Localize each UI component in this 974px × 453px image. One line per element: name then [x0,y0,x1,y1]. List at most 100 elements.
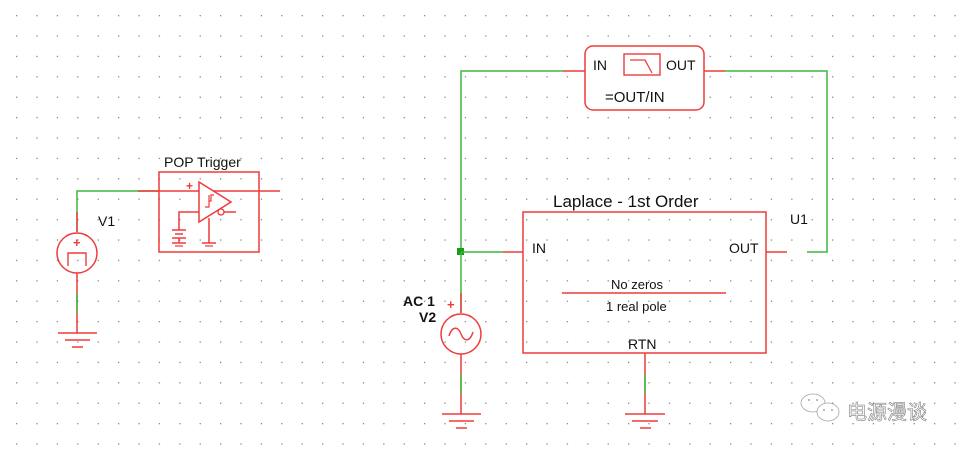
grid-dot [199,341,201,343]
grid-dot [730,76,732,78]
grid-dot [648,198,650,200]
grid-dot [281,35,283,37]
grid-dot [464,137,467,139]
grid-dot [362,157,365,160]
grid-dot [158,76,161,78]
grid-dot [750,300,752,302]
grid-dot [546,76,548,78]
grid-dot [444,76,446,78]
grid-dot [730,341,732,343]
grid-dot [832,341,834,343]
laplace-block-u1[interactable]: Laplace - 1st Order U1 IN OUT No zeros 1… [522,192,808,354]
grid-dot [954,300,956,302]
grid-dot [158,96,161,98]
grid-dot [526,423,528,425]
wire-v1-top[interactable] [76,190,159,232]
grid-dot [832,198,834,200]
bode-probe[interactable]: IN OUT =OUT/IN [584,45,705,111]
grid-dot [934,402,936,404]
grid-dot [444,423,446,425]
grid-dot [628,178,630,180]
grid-dot [362,35,365,37]
grid-dot [342,341,344,343]
grid-dot [281,157,283,160]
grid-dot [628,321,630,323]
grid-dot [464,321,467,323]
grid-dot [954,157,956,160]
grid-dot [893,117,895,119]
v2-ac-source[interactable]: + AC 1 V2 [403,293,482,355]
grid-dot [505,259,507,262]
grid-dot [403,117,405,119]
grid-dot [566,76,569,78]
grid-dot [97,76,99,78]
grid-dot [138,198,140,200]
grid-dot [158,361,161,364]
grid-dot [750,341,752,343]
grid-dot [260,423,263,425]
grid-dot [383,300,385,302]
grid-dot [56,35,59,37]
grid-dot [97,239,99,241]
grid-dot [362,55,365,58]
ground-v2 [442,413,481,429]
grid-dot [383,137,385,139]
grid-dot [934,341,936,343]
wire-probe-out[interactable] [704,70,828,253]
v1-pulse-source[interactable]: + V1 [56,213,115,274]
grid-dot [403,157,405,160]
grid-dot [220,341,222,343]
grid-dot [36,198,38,200]
grid-dot [485,443,487,445]
grid-dot [16,117,18,119]
grid-dot [301,117,303,119]
u1-pin-rtn-label: RTN [628,336,657,352]
grid-dot [587,15,589,17]
grid-dot [322,402,324,404]
grid-dot [852,300,854,302]
grid-dot [566,341,569,343]
grid-dot [526,300,528,302]
grid-dot [607,300,609,302]
grid-dot [566,443,569,445]
grid-dot [464,239,467,241]
grid-dot [770,137,773,139]
grid-dot [322,239,324,241]
grid-dot [730,402,732,404]
grid-dot [138,443,140,445]
grid-dot [689,423,691,425]
grid-dot [954,35,956,37]
grid-dot [709,55,711,58]
wire-v2-top[interactable] [460,251,523,313]
grid-dot [322,76,324,78]
grid-dot [138,341,140,343]
grid-dot [505,239,507,241]
grid-dot [260,341,263,343]
grid-dot [607,15,609,17]
grid-dot [730,178,732,180]
grid-dot [607,361,609,364]
grid-dot [648,382,650,384]
grid-dot [220,361,222,364]
grid-dot [16,300,18,302]
grid-dot [118,382,120,384]
grid-dot [913,76,915,78]
grid-dot [791,219,793,221]
grid-dot [403,361,405,364]
grid-dot [730,443,732,445]
grid-dot [281,198,283,200]
grid-dot [240,178,242,180]
grid-dot [852,280,854,282]
wire-probe-in[interactable] [460,70,585,252]
grid-dot [689,219,691,221]
grid-dot [730,137,732,139]
grid-dot [852,96,854,98]
pop-trigger[interactable]: POP Trigger + [158,154,280,253]
grid-dot [505,361,507,364]
grid-dot [913,423,915,425]
grid-dot [893,321,895,323]
grid-dot [383,76,385,78]
grid-dot [403,382,405,384]
grid-dot [403,423,405,425]
